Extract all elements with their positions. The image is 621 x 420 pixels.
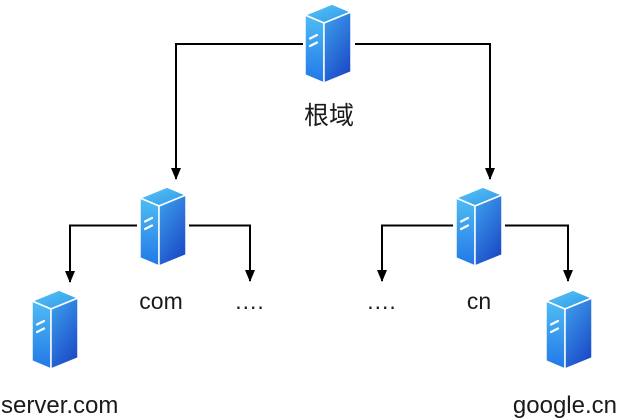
connector-com-to-others (189, 224, 255, 282)
com-label: com (139, 288, 183, 314)
com-server-icon (138, 185, 188, 268)
root-domain-label: 根域 (303, 102, 355, 130)
connector-cn-to-googlecn (505, 224, 573, 282)
server-com-label: server.com (1, 392, 119, 419)
google-cn-label: google.cn (512, 392, 617, 419)
ellipsis-label-left-of-cn: .... (367, 288, 397, 314)
connector-com-to-servercom (65, 224, 137, 283)
cn-server-icon (454, 185, 504, 268)
root-server-icon (303, 2, 353, 85)
connector-root-to-cn (355, 43, 495, 180)
connector-cn-to-others (377, 224, 453, 282)
server-com-server-icon (30, 288, 80, 371)
connector-root-to-com (171, 43, 303, 180)
ellipsis-label-right-of-com: .... (235, 288, 265, 314)
cn-label: cn (466, 288, 492, 314)
google-cn-server-icon (544, 288, 594, 371)
